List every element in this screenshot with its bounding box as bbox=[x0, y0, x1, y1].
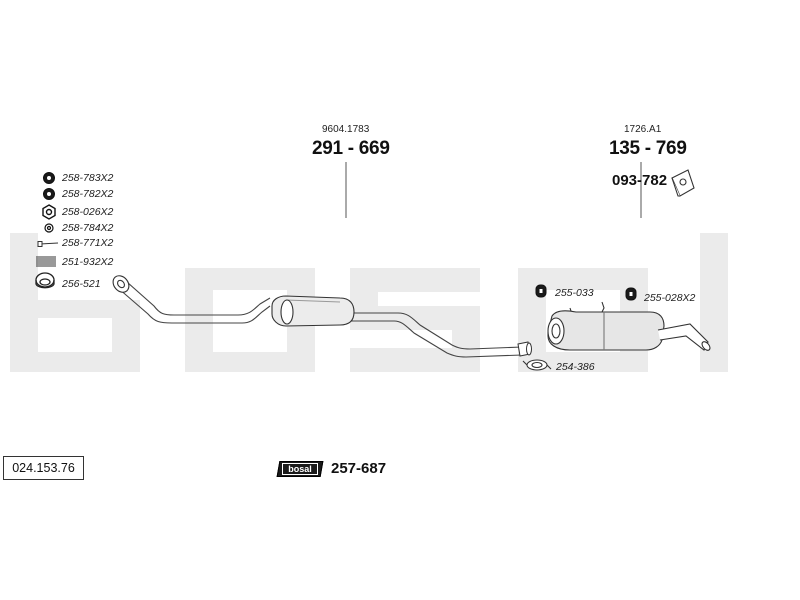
fitting-label: 256-521 bbox=[62, 278, 101, 290]
front-outlet bbox=[517, 341, 532, 357]
rear-part-number: 135 - 769 bbox=[609, 138, 687, 159]
fitting-label: 251-932X2 bbox=[62, 256, 114, 268]
hex-nut-icon bbox=[42, 204, 56, 220]
rubber-ring-icon bbox=[43, 172, 55, 184]
bracket-part-number: 093-782 bbox=[612, 172, 668, 189]
front-oe-reference: 9604.1783 bbox=[322, 124, 370, 135]
fitting-label: 258-783X2 bbox=[62, 172, 114, 184]
front-pipe bbox=[117, 281, 523, 358]
rubber-ring-icon bbox=[43, 188, 55, 200]
catalog-code: 024.153.76 bbox=[3, 456, 84, 480]
fitting-label: 258-026X2 bbox=[62, 206, 114, 218]
washer-icon bbox=[44, 223, 54, 233]
rear-silencer bbox=[547, 301, 711, 351]
bolt-icon bbox=[37, 241, 59, 247]
fitting-label: 258-782X2 bbox=[62, 188, 114, 200]
fitting-label: 258-784X2 bbox=[62, 222, 114, 234]
rear-oe-reference: 1726.A1 bbox=[624, 124, 662, 135]
hanger-icon bbox=[625, 287, 637, 301]
bosal-logo: bosal bbox=[276, 461, 324, 477]
hanger-right-label: 255-028X2 bbox=[644, 292, 696, 304]
mounting-kit-part-number: 257-687 bbox=[331, 460, 387, 477]
front-flange bbox=[112, 275, 130, 293]
hanger-icon bbox=[535, 284, 547, 298]
spring-icon bbox=[36, 256, 56, 267]
gasket-ring-icon bbox=[35, 272, 55, 289]
clamp-label: 254-386 bbox=[556, 361, 595, 373]
clamp-icon bbox=[522, 359, 552, 371]
hanger-left-label: 255-033 bbox=[555, 287, 594, 299]
fitting-label: 258-771X2 bbox=[62, 237, 114, 249]
bracket-icon bbox=[671, 169, 695, 197]
front-silencer bbox=[271, 295, 355, 327]
bosal-watermark bbox=[10, 233, 728, 372]
front-part-number: 291 - 669 bbox=[312, 138, 390, 159]
